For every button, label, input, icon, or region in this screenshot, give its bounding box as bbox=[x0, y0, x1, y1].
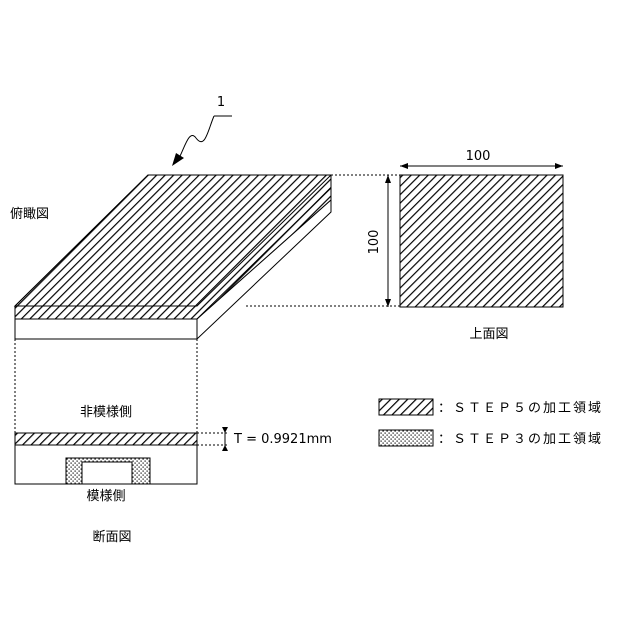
width-arrow-left bbox=[400, 163, 408, 169]
birdseye-front-face bbox=[15, 319, 197, 339]
legend-step5-swatch bbox=[379, 399, 433, 415]
section-recess bbox=[82, 462, 132, 484]
legend-step3-swatch bbox=[379, 430, 433, 446]
section-view-label: 断面図 bbox=[92, 530, 131, 545]
legend-step5-text: ：ＳＴＥＰ５の加工領域 bbox=[438, 400, 603, 416]
height-dimension-label: 100 bbox=[367, 230, 382, 255]
height-arrow-top bbox=[385, 175, 391, 183]
section-hatched-layer bbox=[15, 433, 197, 445]
reference-arrowhead bbox=[172, 153, 184, 166]
thickness-arrow-top bbox=[222, 427, 228, 433]
legend-step3-text: ：ＳＴＥＰ３の加工領域 bbox=[438, 431, 603, 447]
top-view-label: 上面図 bbox=[469, 327, 508, 342]
non-pattern-side-label: 非模様側 bbox=[80, 405, 132, 420]
reference-number: 1 bbox=[217, 95, 225, 110]
thickness-label: T = 0.9921mm bbox=[233, 432, 332, 447]
birdseye-view-label: 俯瞰図 bbox=[10, 206, 49, 222]
width-arrow-right bbox=[555, 163, 563, 169]
thickness-arrow-bottom bbox=[222, 445, 228, 451]
pattern-side-label: 模様側 bbox=[86, 489, 125, 504]
top-view-square bbox=[400, 175, 563, 307]
reference-leader bbox=[178, 116, 214, 160]
width-dimension-label: 100 bbox=[466, 149, 491, 164]
